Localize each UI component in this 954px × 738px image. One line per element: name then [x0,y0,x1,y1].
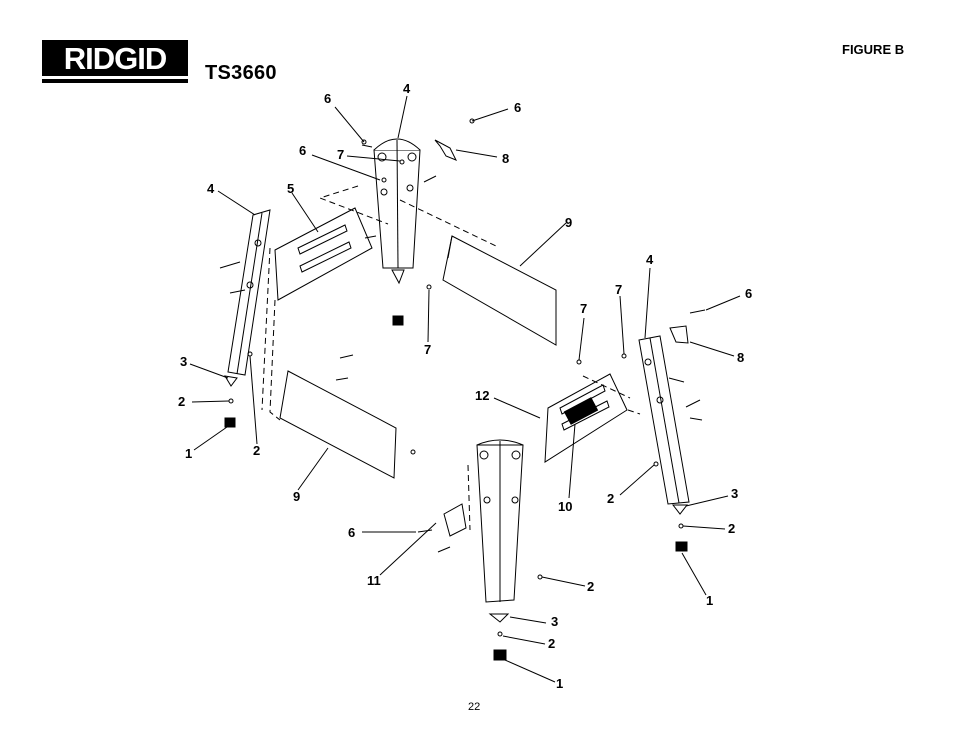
callout-label: 1 [706,593,713,608]
leg-right [638,335,690,552]
bracket-front [443,503,467,537]
callout-label: 4 [646,252,654,267]
callout-label: 2 [728,521,735,536]
callout-label: 4 [207,181,215,196]
callout-label: 8 [737,350,744,365]
callout-label: 9 [565,215,572,230]
callout-label: 2 [548,636,555,651]
callout-labels: 4 6 6 6 7 8 4 5 9 4 7 6 7 7 8 3 2 1 2 12… [178,81,752,691]
callout-label: 7 [424,342,431,357]
ridgid-logo: RIDGID [42,40,188,83]
callout-label: 3 [731,486,738,501]
callout-label: 5 [287,181,294,196]
callout-label: 1 [556,676,563,691]
callout-label: 7 [580,301,587,316]
bracket-right [669,325,689,344]
callout-label: 6 [348,525,355,540]
callout-label: 6 [745,286,752,301]
stretcher-short-right [544,373,628,463]
stretcher-short-left [274,207,373,301]
leg-back [373,138,421,326]
figure-label: FIGURE B [842,42,905,57]
leg-front [476,439,524,661]
page-number: 22 [468,701,481,713]
assembly-guide-lines [261,185,641,531]
callout-label: 7 [615,282,622,297]
bracket-upper [434,139,458,161]
callout-label: 12 [475,388,489,403]
callout-label: 2 [253,443,260,458]
callout-label: 1 [185,446,192,461]
callout-label: 2 [587,579,594,594]
leader-lines [189,95,741,683]
callout-label: 7 [337,147,344,162]
fasteners [219,118,706,637]
callout-label: 2 [607,491,614,506]
logo-text: RIDGID [64,41,167,76]
stretcher-long-lower [279,370,397,479]
model-title: TS3660 [205,62,277,84]
callout-label: 10 [558,499,572,514]
callout-label: 11 [367,573,381,588]
callout-label: 6 [324,91,331,106]
callout-label: 3 [180,354,187,369]
callout-label: 9 [293,489,300,504]
callout-label: 3 [551,614,558,629]
callout-label: 4 [403,81,411,96]
callout-label: 2 [178,394,185,409]
callout-label: 8 [502,151,509,166]
stretcher-long-upper [442,235,557,346]
callout-label: 6 [299,143,306,158]
leg-left [224,209,271,428]
callout-label: 6 [514,100,521,115]
